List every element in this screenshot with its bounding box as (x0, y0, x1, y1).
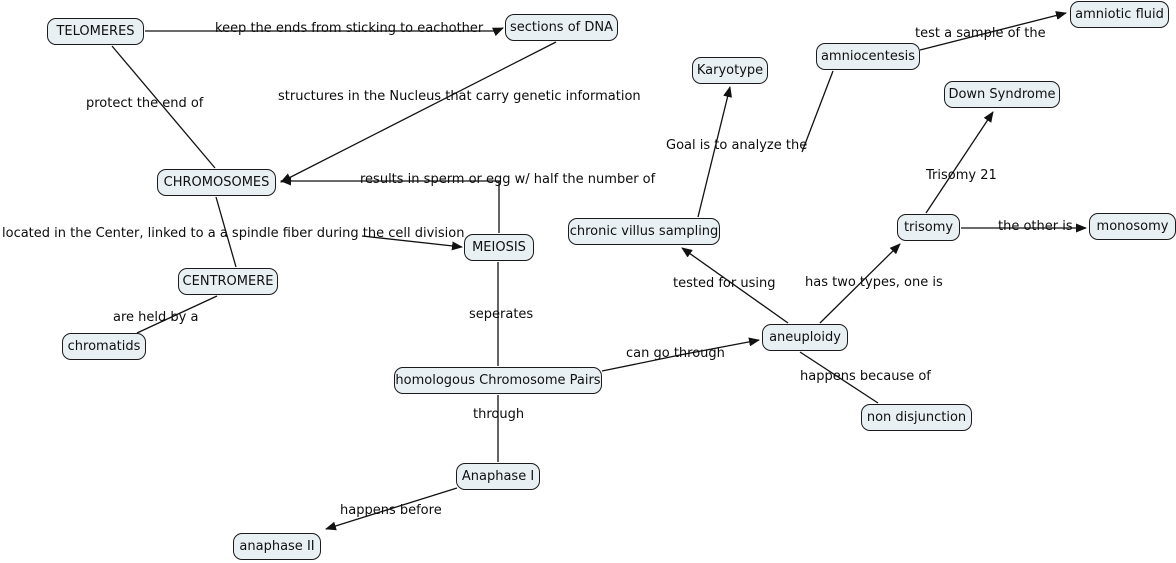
edge-e4 (280, 176, 500, 233)
edge-e1 (145, 27, 504, 37)
node-karyotype[interactable]: Karyotype (692, 57, 768, 84)
node-centromere[interactable]: CENTROMERE (178, 268, 278, 295)
node-anaphase_i[interactable]: Anaphase I (456, 463, 540, 490)
edge-label-e2: protect the end of (86, 96, 204, 111)
edges-group (111, 11, 1087, 531)
node-label-chromosomes: CHROMOSOMES (163, 175, 270, 190)
edge-label-e1: keep the ends from sticking to eachother (215, 21, 484, 36)
node-label-trisomy: trisomy (903, 220, 954, 235)
edge-e16 (819, 243, 901, 324)
node-aneuploidy[interactable]: aneuploidy (762, 324, 848, 351)
node-label-centromere: CENTROMERE (182, 274, 274, 289)
edge-label-e8: seperates (469, 307, 534, 322)
node-homologous_pairs[interactable]: homologous Chromosome Pairs (394, 367, 602, 394)
edge-label-e13: Goal is to analyze the (666, 138, 808, 153)
edge-e19 (799, 351, 879, 404)
edge-label-e15: test a sample of the (915, 26, 1046, 41)
edge-label-e5: located in the Center, linked to a a spi… (2, 226, 465, 241)
edge-e3 (280, 41, 557, 183)
edge-label-e10: happens before (340, 503, 442, 518)
edge-e13 (697, 86, 732, 218)
node-label-anaphase_i: Anaphase I (461, 469, 535, 484)
node-amniocentesis[interactable]: amniocentesis (816, 43, 920, 70)
node-label-meiosis: MEIOSIS (472, 240, 526, 255)
node-label-chromatids: chromatids (67, 339, 141, 354)
edge-e6 (136, 295, 218, 334)
edge-e7 (361, 235, 463, 251)
node-chronic_villus_sampling[interactable]: chronic villus sampling (568, 218, 720, 245)
edge-e2 (111, 45, 216, 169)
node-trisomy[interactable]: trisomy (897, 214, 960, 241)
node-down_syndrome[interactable]: Down Syndrome (944, 81, 1060, 108)
edge-e5 (215, 196, 237, 268)
edge-e17 (925, 111, 994, 214)
node-label-sections_of_dna: sections of DNA (509, 20, 614, 35)
edge-label-e4: results in sperm or egg w/ half the numb… (360, 172, 656, 187)
node-label-aneuploidy: aneuploidy (769, 330, 841, 345)
edge-label-e19: happens because of (800, 369, 931, 384)
node-sections_of_dna[interactable]: sections of DNA (505, 14, 618, 41)
edge-label-e9: through (473, 407, 525, 422)
edge-label-e17: Trisomy 21 (926, 168, 997, 183)
node-label-down_syndrome: Down Syndrome (948, 87, 1056, 102)
edge-e10 (325, 487, 458, 531)
node-label-telomeres: TELOMERES (56, 24, 135, 39)
edge-e14 (801, 70, 834, 153)
node-chromosomes[interactable]: CHROMOSOMES (157, 169, 276, 196)
node-label-karyotype: Karyotype (696, 63, 764, 78)
node-label-amniocentesis: amniocentesis (820, 49, 916, 64)
edge-e11 (601, 337, 760, 372)
edge-e15 (919, 11, 1067, 51)
node-label-monosomy: monosomy (1096, 219, 1169, 234)
edge-label-e18: the other is (998, 219, 1073, 234)
node-label-homologous_pairs: homologous Chromosome Pairs (395, 373, 601, 388)
edge-e12 (681, 247, 789, 324)
node-monosomy[interactable]: monosomy (1089, 213, 1176, 240)
edge-label-e12: tested for using (673, 276, 776, 291)
edge-label-e16: has two types, one is (805, 275, 943, 290)
node-label-anaphase_ii: anaphase II (239, 539, 315, 554)
node-label-chronic_villus_sampling: chronic villus sampling (569, 224, 719, 239)
node-meiosis[interactable]: MEIOSIS (464, 234, 534, 261)
node-label-non_disjunction: non disjunction (866, 410, 967, 425)
edge-label-e11: can go through (626, 346, 725, 361)
node-non_disjunction[interactable]: non disjunction (861, 404, 972, 431)
edge-label-e3: structures in the Nucleus that carry gen… (278, 89, 641, 104)
node-label-amniotic_fluid: amniotic fluid (1075, 7, 1164, 22)
node-anaphase_ii[interactable]: anaphase II (233, 533, 321, 560)
node-chromatids[interactable]: chromatids (62, 333, 146, 360)
node-telomeres[interactable]: TELOMERES (47, 18, 144, 45)
edge-label-e6: are held by a (113, 310, 199, 325)
node-amniotic_fluid[interactable]: amniotic fluid (1070, 1, 1169, 28)
